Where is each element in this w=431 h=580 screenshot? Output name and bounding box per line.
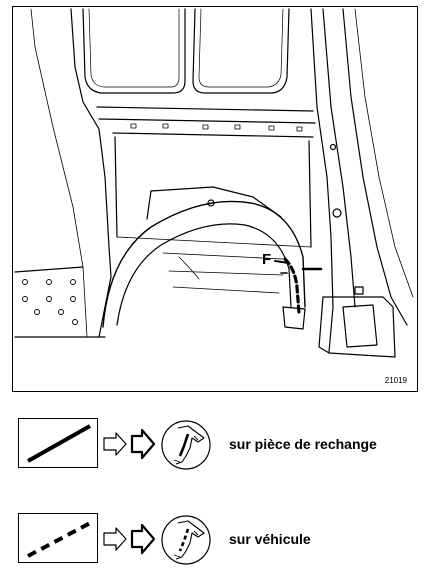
legend-label-spare-part: sur pièce de rechange [229, 436, 377, 452]
legend-row-graphics [27, 515, 211, 565]
arrow-icon [103, 527, 127, 551]
weld-detail-icon [161, 515, 211, 565]
arrow-icon [103, 432, 127, 456]
solid-cut-line-icon [27, 424, 91, 463]
legend-label-vehicle: sur véhicule [229, 531, 311, 547]
body-panel-drawing [14, 8, 414, 358]
hollow-arrow-icon [130, 523, 156, 555]
diagram-frame: F 21019 [12, 6, 418, 392]
lower-panel-holes [22, 279, 78, 325]
figure-number: 21019 [384, 376, 407, 385]
hollow-arrow-icon [130, 428, 156, 460]
dashed-cut-line-icon [27, 519, 95, 558]
weld-detail-icon [161, 420, 211, 470]
callout-f: F [262, 251, 272, 268]
legend-row-spare-part: sur pièce de rechange [18, 418, 418, 478]
legend-row-graphics [27, 420, 211, 470]
legend-row-vehicle: sur véhicule [18, 513, 418, 573]
